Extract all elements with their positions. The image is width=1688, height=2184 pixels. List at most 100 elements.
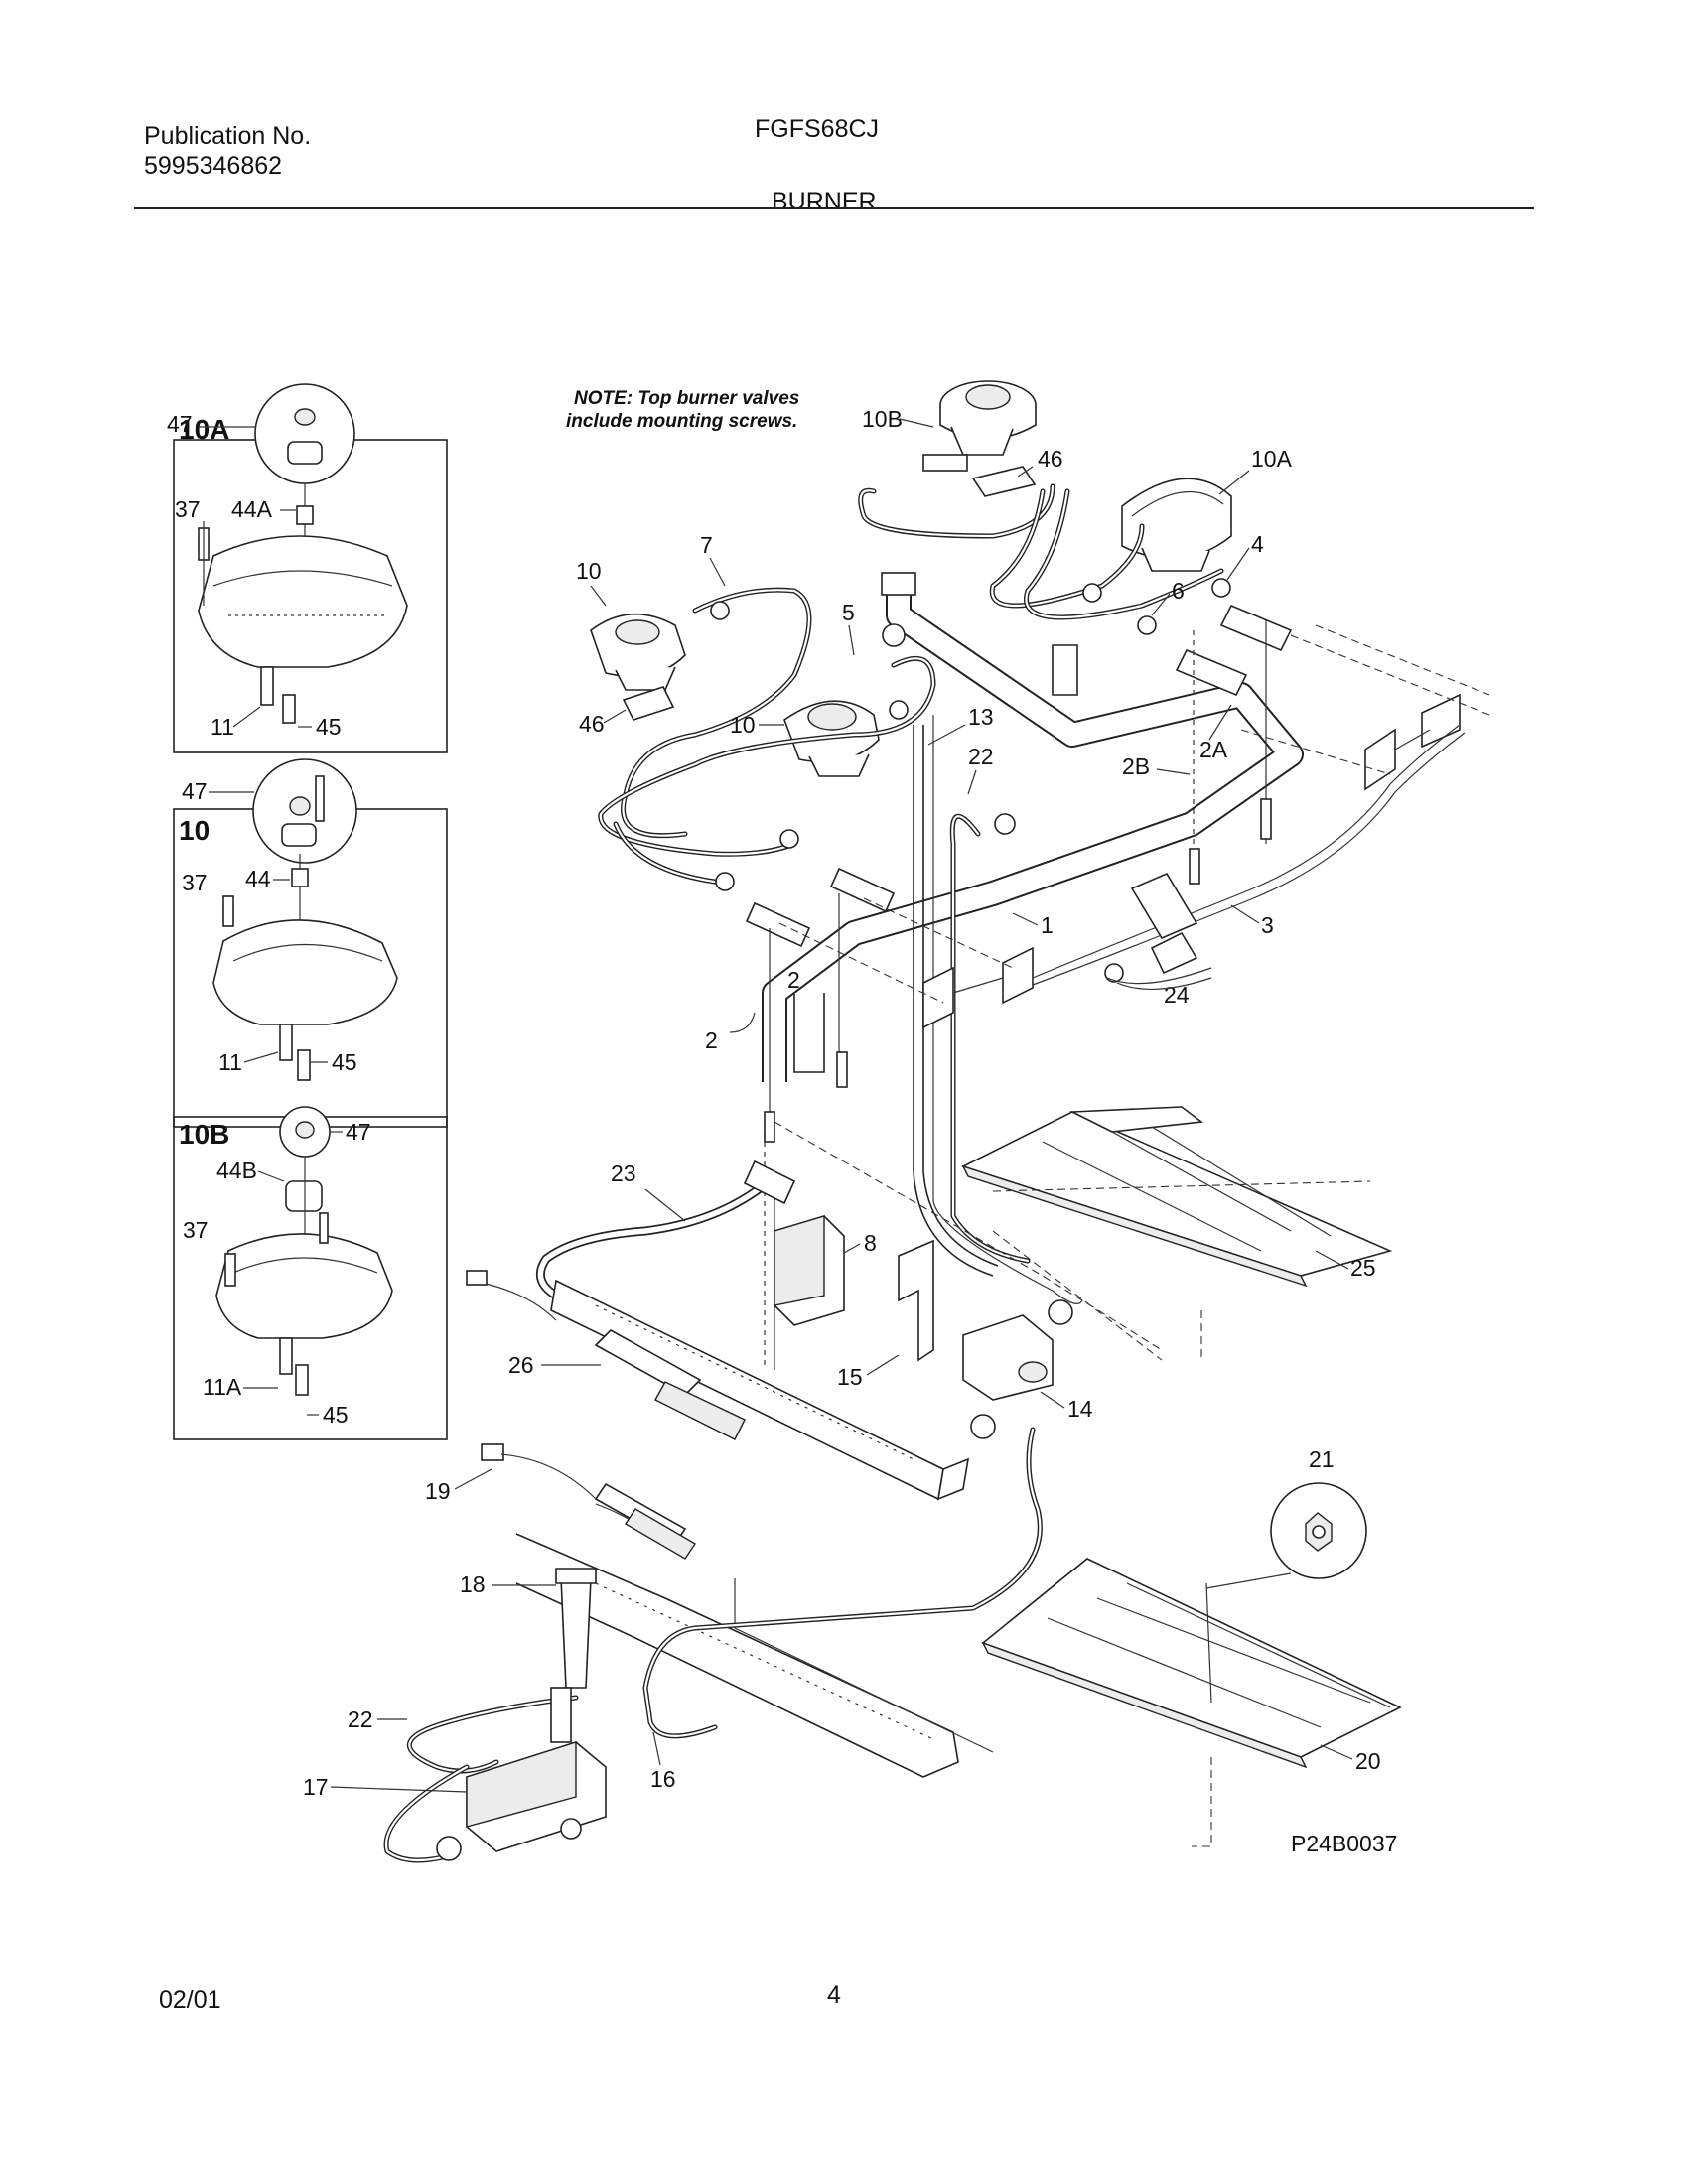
note-line-1: NOTE: Top burner valves (574, 388, 799, 409)
electrode-icon (279, 1337, 293, 1375)
callout-44b: 44B (216, 1158, 257, 1183)
callout-5: 5 (842, 600, 855, 625)
callout-14: 14 (1067, 1396, 1093, 1422)
burner-head-icon (198, 535, 408, 668)
callout-23: 23 (611, 1160, 636, 1186)
regulator-14 (962, 1299, 1073, 1439)
callout-22: 22 (968, 744, 994, 769)
note-line-2: include mounting screws. (566, 411, 797, 432)
callout-2: 2 (705, 1027, 718, 1053)
publication-label: Publication No. (144, 122, 312, 150)
page-number: 4 (827, 1981, 841, 2009)
burner-10b (922, 380, 1037, 472)
drawing-id: P24B0037 (1291, 1831, 1397, 1856)
electrode-icon (260, 666, 274, 706)
callout-47: 47 (167, 411, 193, 437)
callout-15: 15 (837, 1364, 863, 1390)
inset-10b: 10B 47 44B 37 11A 45 (173, 1106, 448, 1440)
electrode-icon (279, 1024, 293, 1061)
inset-10-title: 10 (179, 815, 210, 846)
callout-37: 37 (183, 1217, 209, 1243)
callout-21: 21 (1309, 1446, 1335, 1472)
wire-3 (1032, 724, 1461, 979)
manifold-1 (762, 586, 1304, 1082)
model-number: FGFS68CJ (755, 115, 880, 143)
screw-head-icon (295, 1121, 315, 1139)
main-assembly: NOTE: Top burner valves include mounting… (303, 380, 1490, 1863)
publication-number: 5995346862 (144, 152, 283, 180)
spark-module-8 (774, 1215, 845, 1326)
callout-47: 47 (182, 778, 208, 804)
bracket-46-top (971, 466, 1037, 497)
callout-2b: 2B (1122, 753, 1150, 779)
callout-37: 37 (175, 496, 201, 522)
igniter-26 (466, 1270, 746, 1440)
section-title: BURNER (772, 188, 877, 215)
burner-head-icon (215, 1233, 393, 1339)
inset-10: 10 47 37 44 11 45 (173, 758, 448, 1128)
callout-17: 17 (303, 1774, 329, 1800)
inset-10a-title: 10A (179, 414, 229, 445)
oven-burner (550, 1279, 944, 1501)
burner-cap-icon (281, 823, 317, 847)
callout-3: 3 (1261, 912, 1274, 938)
screw-head-icon (289, 796, 311, 816)
broil-burner (515, 1533, 959, 1778)
callout-26: 26 (508, 1352, 534, 1378)
screw-icon (295, 1364, 309, 1396)
bracket-46-left (622, 686, 675, 721)
burner-cap-icon (287, 441, 323, 465)
callout-37: 37 (182, 870, 208, 895)
callout-24: 24 (1164, 982, 1190, 1008)
callout-19: 19 (425, 1478, 451, 1504)
callout-labels: 10B 46 10A 7 10 5 4 6 46 10 13 22 2B (303, 406, 1381, 1800)
callout-45: 45 (323, 1402, 349, 1428)
callout-10: 10 (576, 558, 602, 584)
callout-10b: 10B (862, 406, 903, 432)
footer-date: 02/01 (159, 1986, 221, 2014)
inset-10a: 10A 47 37 44A 11 45 (167, 383, 448, 753)
burner-10-mid (783, 700, 880, 777)
burner-cap-icon (285, 1180, 323, 1212)
orifice-icon (291, 868, 309, 887)
igniter-24 (1104, 872, 1198, 983)
burner-10-left (590, 613, 686, 691)
callout-22: 22 (348, 1706, 373, 1732)
bracket-15 (898, 1239, 934, 1362)
callout-11: 11 (218, 1049, 242, 1075)
callout-11: 11 (211, 714, 234, 740)
electrode-icon (315, 775, 325, 822)
burner-head-icon (212, 919, 398, 1025)
igniter-19 (481, 1443, 696, 1560)
callout-6: 6 (1172, 578, 1185, 604)
callout-7: 7 (700, 532, 713, 558)
callout-25: 25 (1350, 1255, 1376, 1281)
cap-detail-circle (254, 383, 355, 484)
header-rule (134, 207, 1534, 209)
callout-2: 2 (787, 967, 800, 993)
gas-line-13 (913, 725, 994, 1277)
heat-shield-25 (960, 1106, 1393, 1288)
heat-shield-20 (981, 1558, 1402, 1769)
callout-8: 8 (864, 1230, 877, 1256)
screw-icon (297, 1049, 311, 1081)
callout-44a: 44A (231, 496, 273, 522)
callout-45: 45 (332, 1049, 357, 1075)
valve-17 (436, 1687, 607, 1861)
callout-20: 20 (1355, 1748, 1381, 1774)
screw-icon (282, 694, 296, 724)
callout-10a: 10A (1251, 446, 1293, 472)
callout-18: 18 (460, 1571, 486, 1597)
callout-4: 4 (1251, 531, 1264, 557)
callout-11a: 11A (203, 1374, 242, 1400)
callout-2a: 2A (1199, 737, 1228, 762)
callout-47: 47 (346, 1119, 371, 1145)
callout-16: 16 (650, 1766, 676, 1792)
screws (764, 620, 1272, 1370)
bracket-right (1364, 728, 1396, 791)
callout-44: 44 (245, 866, 271, 891)
callout-46: 46 (579, 711, 605, 737)
callout-13: 13 (968, 704, 994, 730)
burner-10a (1121, 478, 1232, 572)
